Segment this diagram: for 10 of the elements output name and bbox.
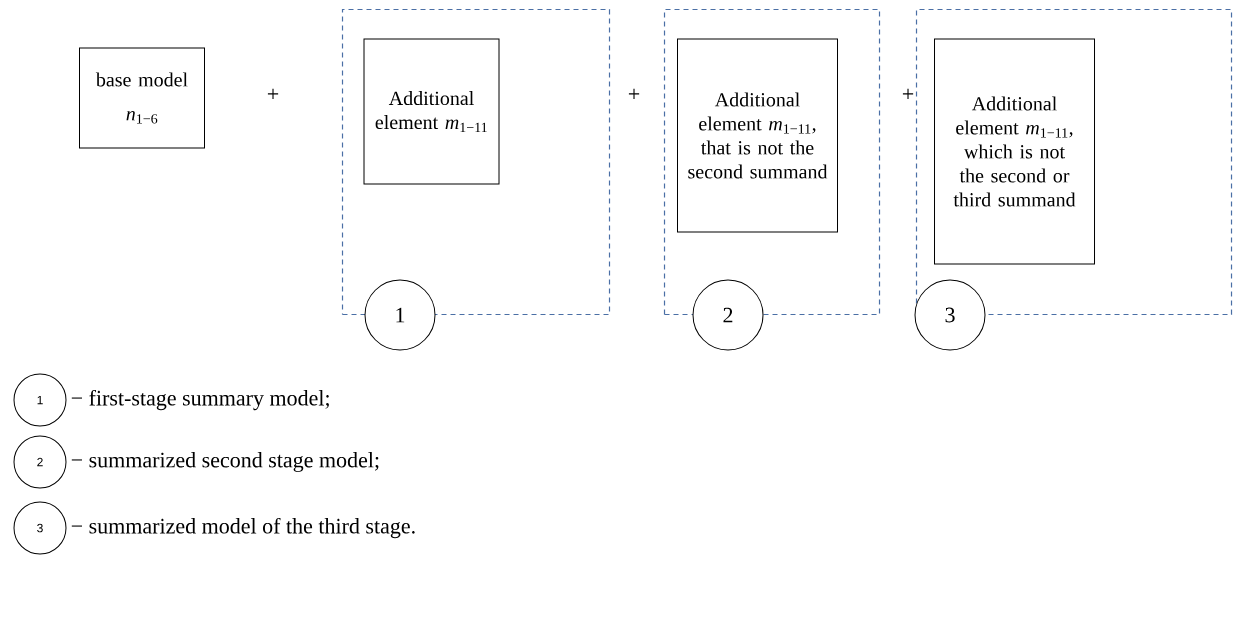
plus-sign: + bbox=[267, 88, 279, 100]
model-box: base model n$_{1−6}$ bbox=[79, 47, 205, 149]
plus-sign: + bbox=[902, 88, 914, 100]
legend-text: − first-stage summary model; bbox=[71, 389, 329, 411]
element-box: Additional element m$_{1−11}$, that is not the second summand bbox=[677, 38, 838, 233]
legend-text: − summarized second stage model; bbox=[71, 452, 379, 472]
element-box: Additional element m$_{1−11}$, which is not the second or third summand bbox=[934, 38, 1095, 265]
plus-sign: + bbox=[628, 88, 640, 100]
element-box: Additional element m$_{1−11}$ bbox=[363, 38, 500, 185]
legend-text: − summarized model of the third stage. bbox=[71, 517, 415, 539]
